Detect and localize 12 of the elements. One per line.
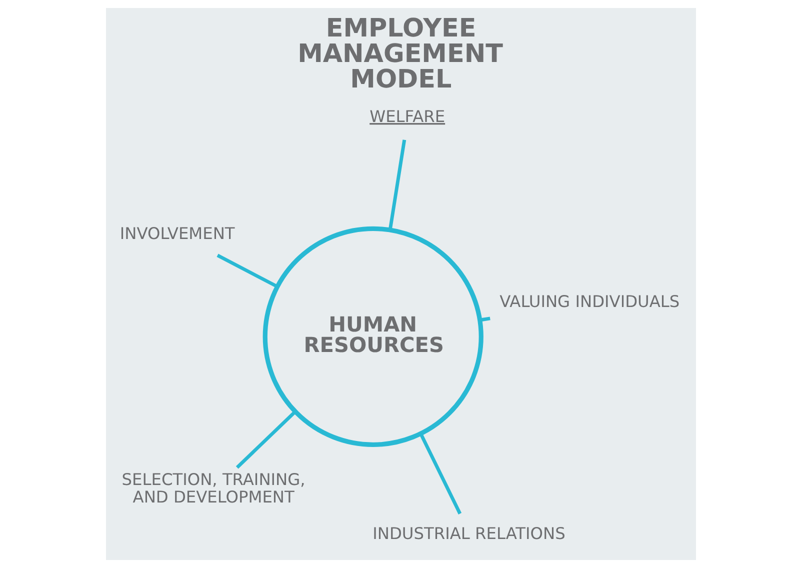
node-text: VALUING INDIVIDUALS bbox=[499, 292, 680, 312]
node-text: INDUSTRIAL RELATIONS bbox=[372, 524, 565, 543]
connector bbox=[216, 254, 278, 288]
connector bbox=[479, 316, 490, 322]
node-text: INVOLVEMENT bbox=[119, 224, 234, 243]
diagram-title: EMPLOYEE MANAGEMENT MODEL bbox=[297, 12, 502, 94]
connector bbox=[418, 433, 462, 514]
node-text: WELFARE bbox=[369, 107, 445, 126]
connector bbox=[235, 410, 296, 469]
node-text: SELECTION, TRAINING, AND DEVELOPMENT bbox=[121, 470, 305, 507]
node-circle: HUMAN RESOURCES bbox=[262, 226, 483, 447]
connector bbox=[388, 140, 406, 230]
